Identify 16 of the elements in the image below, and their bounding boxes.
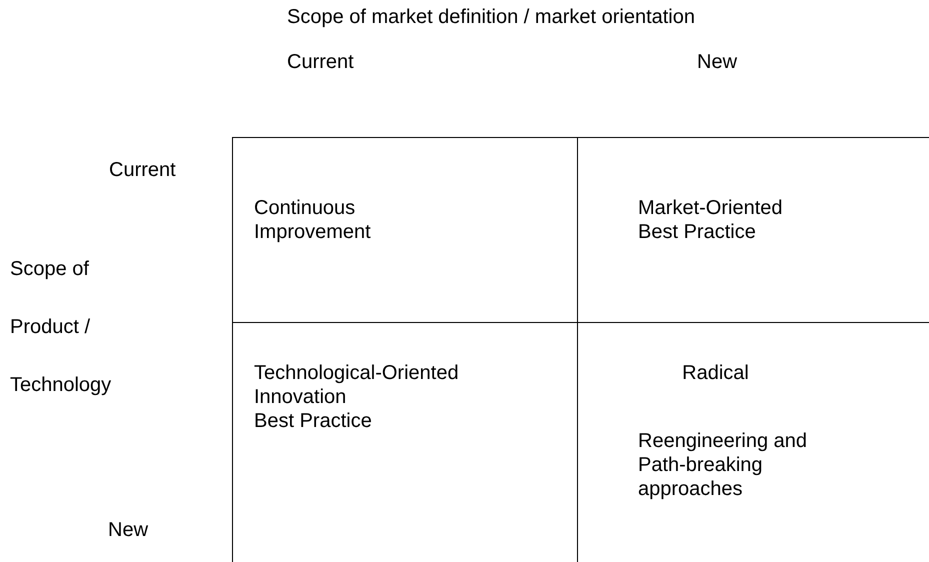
axis-category-label: Current (287, 50, 354, 74)
axis-category-label: New (697, 50, 738, 74)
quadrant-heading: Radical (681, 361, 750, 385)
matrix-quadrant (577, 322, 929, 562)
axis-category-label: New (108, 518, 148, 542)
quadrant-text: Reengineering and Path-breaking approaches (638, 429, 808, 501)
quadrant-text: Market-Oriented Best Practice (638, 196, 784, 244)
axis-category-label: Current (109, 158, 176, 182)
matrix-quadrant (232, 137, 577, 322)
quadrant-text: Best Practice (254, 409, 373, 433)
quadrant-text: Technological-Oriented Innovation (254, 361, 460, 409)
matrix-quadrant (577, 137, 929, 322)
quadrant-text: Continuous Improvement (254, 196, 372, 244)
matrix-quadrant (232, 322, 577, 562)
axis-title: Scope of Product / Technology (10, 257, 112, 398)
axis-title: Scope of market definition / market orientation (287, 5, 695, 29)
